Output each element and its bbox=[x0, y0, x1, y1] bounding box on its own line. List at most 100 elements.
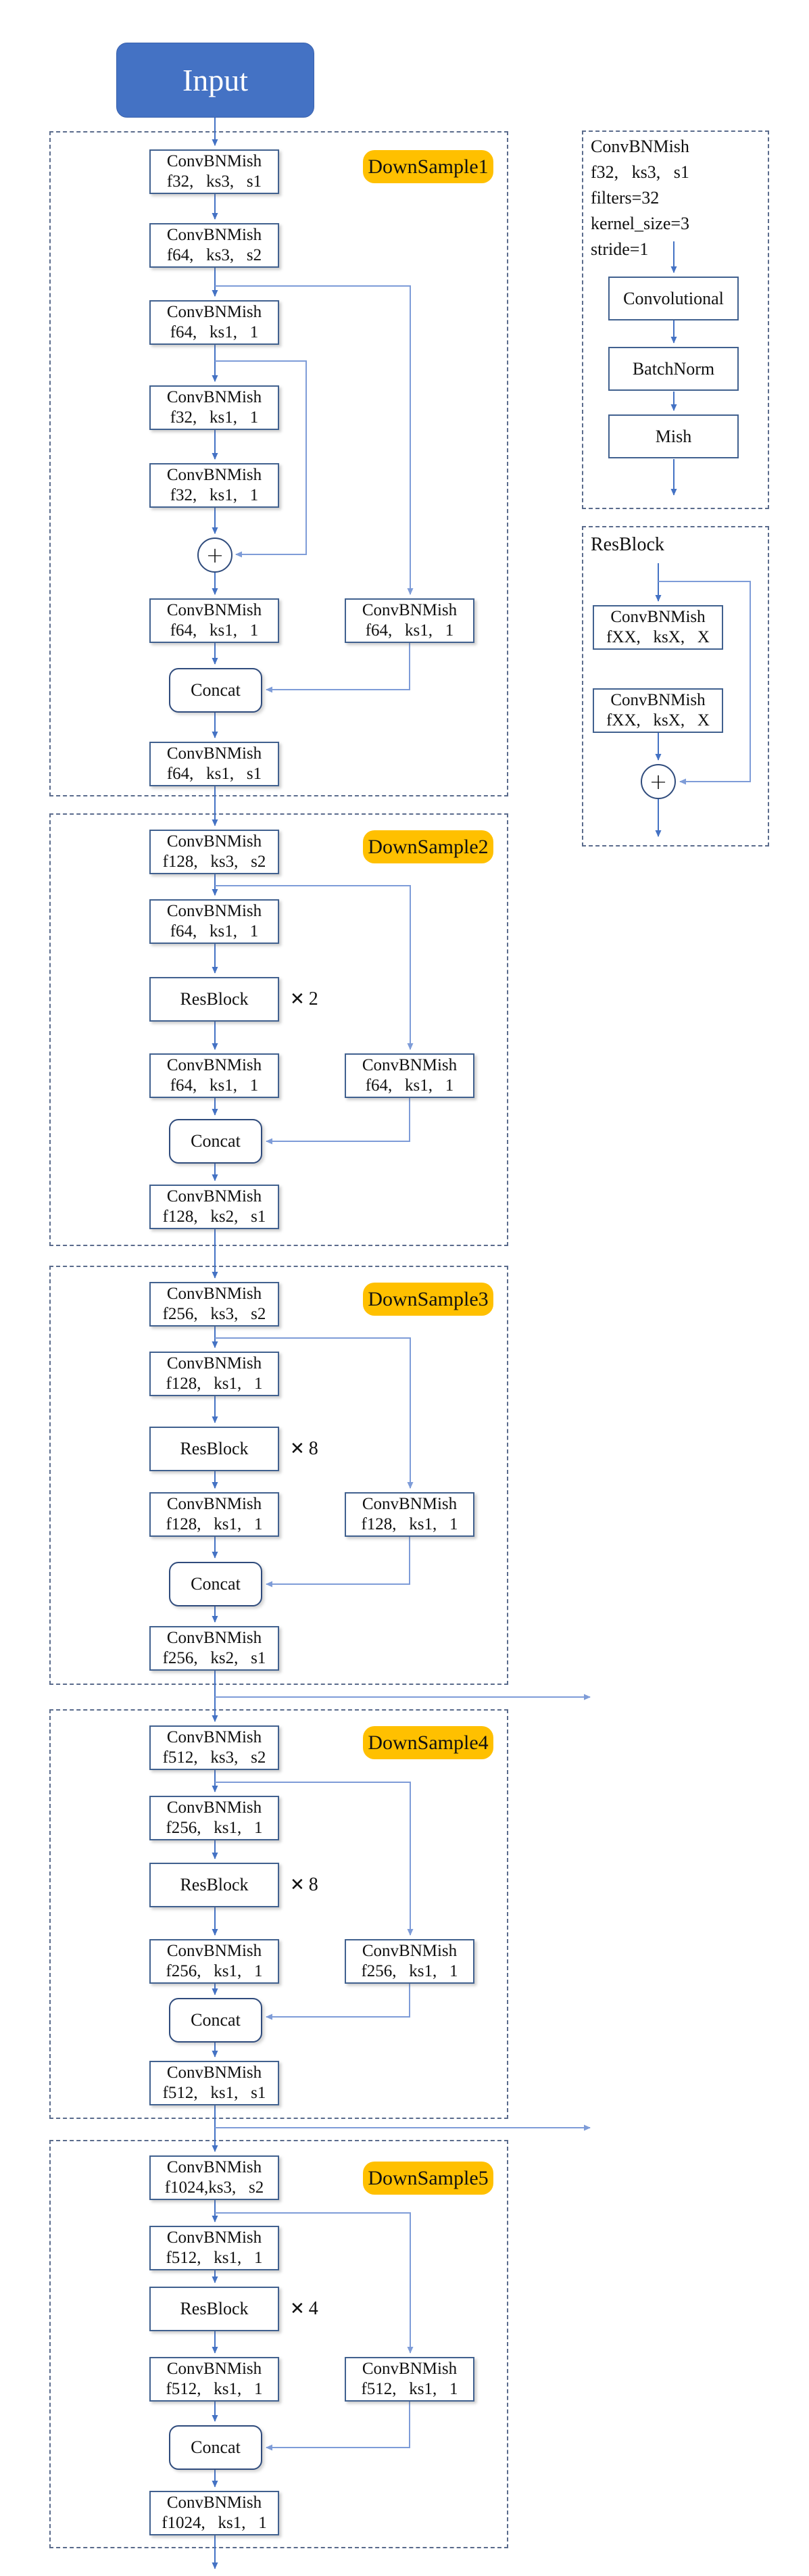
badge-downsample5: DownSample5 bbox=[363, 2162, 493, 2195]
convolutional-label: Convolutional bbox=[623, 288, 724, 308]
conv-params: f512, ks1, 1 bbox=[166, 2380, 263, 2398]
legend-resblock-conv2: ConvBNMish fXX, ksX, X bbox=[593, 688, 723, 733]
ds5-concat-node: Concat bbox=[169, 2425, 262, 2470]
conv-params: f32, ks1, 1 bbox=[170, 408, 259, 427]
badge-label: DownSample3 bbox=[368, 1287, 489, 1310]
conv-params: f256, ks3, s2 bbox=[162, 1305, 266, 1323]
ds1-conv-right: ConvBNMish f64, ks1, 1 bbox=[345, 598, 474, 643]
ds4-conv-c: ConvBNMish f256, ks1, 1 bbox=[149, 1939, 279, 1984]
ds5-resblock: ResBlock bbox=[149, 2287, 279, 2331]
conv-label: ConvBNMish bbox=[166, 2064, 262, 2082]
conv-params: f64, ks1, 1 bbox=[170, 323, 259, 341]
conv-params: f32, ks3, s1 bbox=[166, 172, 262, 191]
ds1-conv-a: ConvBNMish f32, ks3, s1 bbox=[149, 149, 279, 194]
conv-label: ConvBNMish bbox=[166, 902, 262, 920]
conv-label: ConvBNMish bbox=[166, 2158, 262, 2176]
ds3-conv-out: ConvBNMish f256, ks2, s1 bbox=[149, 1626, 279, 1671]
ds1-concat-node: Concat bbox=[169, 668, 262, 713]
ds1-conv-e: ConvBNMish f32, ks1, 1 bbox=[149, 463, 279, 508]
resblock-label: ResBlock bbox=[180, 2299, 249, 2318]
legend-resblock-conv1: ConvBNMish fXX, ksX, X bbox=[593, 605, 723, 650]
input-node: Input bbox=[116, 43, 314, 118]
conv-params: f256, ks1, 1 bbox=[166, 1962, 263, 1980]
ds4-multiplier: ✕ 8 bbox=[290, 1863, 318, 1907]
ds4-conv-b: ConvBNMish f256, ks1, 1 bbox=[149, 1796, 279, 1840]
ds1-add-node: + bbox=[197, 538, 232, 573]
ds5-multiplier: ✕ 4 bbox=[290, 2287, 318, 2331]
conv-params: f64, ks1, s1 bbox=[166, 765, 262, 783]
conv-params: fXX, ksX, X bbox=[606, 628, 710, 646]
conv-label: ConvBNMish bbox=[166, 1354, 262, 1373]
conv-label: ConvBNMish bbox=[166, 1187, 262, 1206]
ds4-concat-node: Concat bbox=[169, 1998, 262, 2043]
ds3-conv-a: ConvBNMish f256, ks3, s2 bbox=[149, 1282, 279, 1327]
conv-label: ConvBNMish bbox=[166, 744, 262, 763]
times-icon: ✕ bbox=[290, 989, 305, 1009]
ds2-multiplier: ✕ 2 bbox=[290, 977, 318, 1022]
ds5-conv-c: ConvBNMish f512, ks1, 1 bbox=[149, 2357, 279, 2402]
conv-params: f512, ks1, 1 bbox=[166, 2249, 263, 2267]
ds3-resblock: ResBlock bbox=[149, 1427, 279, 1471]
conv-label: ConvBNMish bbox=[166, 1056, 262, 1074]
conv-params: f64, ks1, 1 bbox=[170, 922, 259, 940]
conv-label: ConvBNMish bbox=[166, 2360, 262, 2378]
conv-params: f64, ks1, 1 bbox=[170, 621, 259, 640]
conv-params: f1024,ks3, s2 bbox=[164, 2178, 264, 2197]
resblock-label: ResBlock bbox=[180, 989, 249, 1009]
input-label: Input bbox=[182, 63, 249, 97]
conv-label: ConvBNMish bbox=[166, 832, 262, 851]
mish-label: Mish bbox=[655, 426, 692, 446]
times-icon: ✕ bbox=[290, 1875, 305, 1895]
legend-conv-stride: stride=1 bbox=[591, 239, 649, 259]
legend-conv-title: ConvBNMish bbox=[591, 137, 689, 156]
conv-params: f128, ks1, 1 bbox=[361, 1515, 458, 1533]
conv-label: ConvBNMish bbox=[362, 601, 458, 619]
concat-label: Concat bbox=[191, 1131, 241, 1151]
ds1-conv-b: ConvBNMish f64, ks3, s2 bbox=[149, 223, 279, 268]
ds5-conv-right: ConvBNMish f512, ks1, 1 bbox=[345, 2357, 474, 2402]
ds4-conv-a: ConvBNMish f512, ks3, s2 bbox=[149, 1725, 279, 1770]
conv-label: ConvBNMish bbox=[362, 1056, 458, 1074]
conv-label: ConvBNMish bbox=[166, 226, 262, 244]
conv-label: ConvBNMish bbox=[166, 303, 262, 321]
times-icon: ✕ bbox=[290, 1439, 305, 1459]
conv-label: ConvBNMish bbox=[166, 466, 262, 484]
legend-resblock-title: ResBlock bbox=[591, 534, 664, 555]
legend-add-node: + bbox=[641, 764, 676, 799]
conv-params: f256, ks1, 1 bbox=[166, 1819, 263, 1837]
ds1-conv-f: ConvBNMish f64, ks1, 1 bbox=[149, 598, 279, 643]
conv-params: f512, ks3, s2 bbox=[162, 1748, 266, 1767]
times-count: 2 bbox=[308, 988, 318, 1009]
ds4-conv-out: ConvBNMish f512, ks1, s1 bbox=[149, 2061, 279, 2105]
ds4-conv-right: ConvBNMish f256, ks1, 1 bbox=[345, 1939, 474, 1984]
conv-params: f64, ks1, 1 bbox=[365, 621, 454, 640]
conv-label: ConvBNMish bbox=[166, 1942, 262, 1960]
conv-label: ConvBNMish bbox=[610, 608, 706, 626]
conv-label: ConvBNMish bbox=[166, 1728, 262, 1746]
downsample1-group bbox=[49, 131, 508, 796]
times-count: 8 bbox=[308, 1874, 318, 1895]
ds3-conv-b: ConvBNMish f128, ks1, 1 bbox=[149, 1352, 279, 1396]
legend-conv-params: f32, ks3, s1 bbox=[591, 162, 689, 182]
badge-label: DownSample2 bbox=[368, 835, 489, 858]
ds1-conv-out: ConvBNMish f64, ks1, s1 bbox=[149, 742, 279, 786]
ds3-concat-node: Concat bbox=[169, 1562, 262, 1606]
ds2-conv-c: ConvBNMish f64, ks1, 1 bbox=[149, 1053, 279, 1098]
conv-label: ConvBNMish bbox=[166, 1285, 262, 1303]
legend-convbnmish-group bbox=[582, 130, 769, 509]
times-count: 4 bbox=[308, 2298, 318, 2319]
conv-params: f1024, ks1, 1 bbox=[162, 2514, 267, 2532]
ds3-multiplier: ✕ 8 bbox=[290, 1427, 318, 1471]
downsample2-group bbox=[49, 813, 508, 1246]
badge-downsample3: DownSample3 bbox=[363, 1283, 493, 1316]
conv-params: fXX, ksX, X bbox=[606, 711, 710, 730]
conv-label: ConvBNMish bbox=[362, 1495, 458, 1513]
badge-label: DownSample1 bbox=[368, 155, 489, 178]
badge-downsample4: DownSample4 bbox=[363, 1726, 493, 1759]
conv-params: f128, ks1, 1 bbox=[166, 1375, 263, 1393]
legend-batchnorm-box: BatchNorm bbox=[608, 347, 739, 391]
conv-label: ConvBNMish bbox=[166, 1495, 262, 1513]
conv-params: f512, ks1, 1 bbox=[361, 2380, 458, 2398]
conv-label: ConvBNMish bbox=[362, 2360, 458, 2378]
badge-label: DownSample5 bbox=[368, 2166, 489, 2189]
